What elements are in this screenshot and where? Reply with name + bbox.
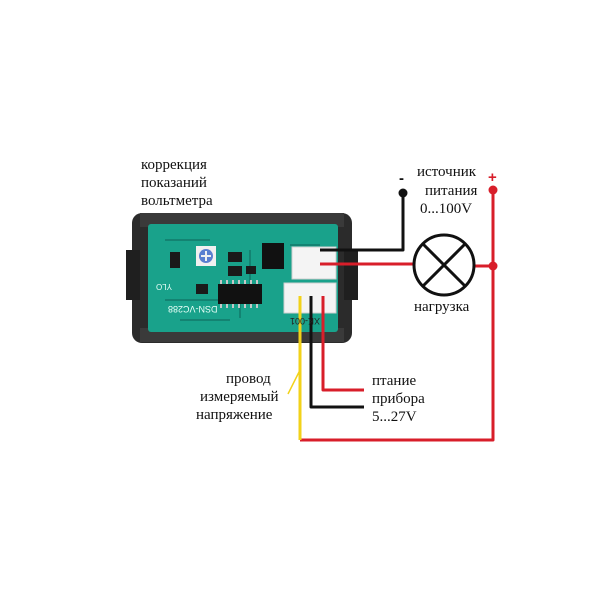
pcb-model-marking: DSN-VC288 [168,304,218,314]
callout-line-measured [287,369,301,395]
wire-device-power-positive [321,296,364,392]
correction-line-1: коррекция [141,157,207,173]
wire-source-negative [320,193,405,252]
smd-component [228,252,242,262]
wires [287,190,495,442]
correction-line-3: вольтметра [141,193,213,209]
trimmer-potentiometer [196,246,216,266]
source-line-2: питания [425,183,478,199]
wire-device-power-negative [309,296,364,409]
junction-load-positive [488,261,498,271]
smd-component [170,252,180,268]
positive-sign: + [488,169,497,186]
junction-negative-terminal [398,188,408,198]
wire-source-positive [300,190,495,442]
capacitor [262,243,284,269]
correction-line-2: показаний [141,175,207,191]
load-label: нагрузка [414,299,470,315]
bezel-right-tab [344,250,358,300]
lamp-load-symbol [412,233,476,297]
smd-component [196,284,208,294]
ic-chip [218,280,262,308]
smd-component [246,266,256,274]
device-power-line-2: прибора [372,391,425,407]
voltmeter-module [126,213,358,343]
junction-positive-terminal [488,185,498,195]
smd-component [228,266,242,276]
measured-line-2: измеряемый [200,389,279,405]
source-line-1: источник [417,164,477,180]
pcb-mark: YLO [156,282,173,291]
measured-line-1: провод [226,371,271,387]
bezel-left-tab [126,250,140,300]
measured-line-3: напряжение [196,407,273,423]
negative-sign: - [399,170,404,187]
device-power-line-1: птание [372,373,417,389]
bezel-top-lip [140,213,344,227]
source-line-3: 0...100V [420,201,473,217]
device-power-line-3: 5...27V [372,409,417,425]
pcb-connector-marking: XK-001 [290,316,321,326]
